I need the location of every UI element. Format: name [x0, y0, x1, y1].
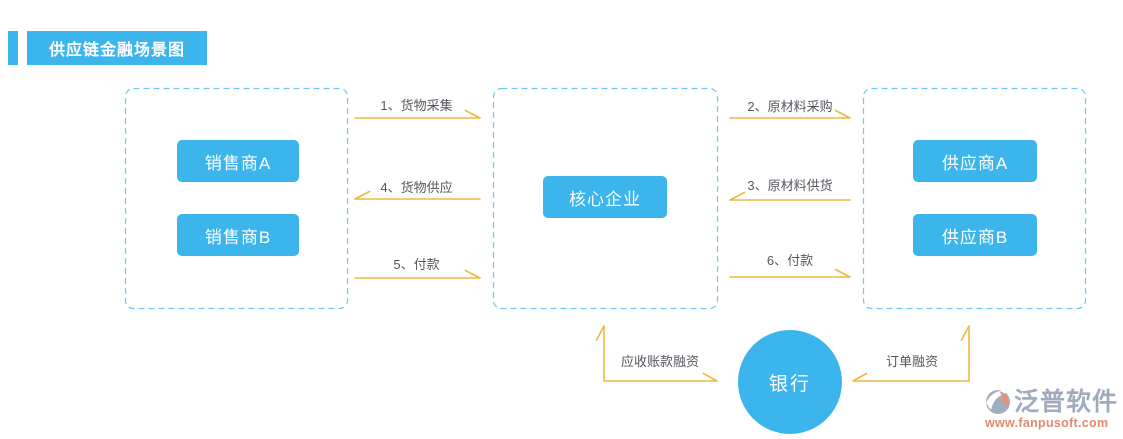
watermark-brand-text: 泛普软件	[1014, 387, 1119, 416]
arrow-goods-supply	[354, 190, 481, 200]
flow-label-materials-purchase: 2、原材料采购	[747, 99, 833, 114]
node-core-enterprise: 核心企业	[543, 176, 667, 218]
node-supplier-b: 供应商B	[913, 214, 1037, 256]
flow-label-payment-left: 5、付款	[393, 257, 440, 272]
node-seller-a: 销售商A	[177, 140, 299, 182]
title-accent-bar	[8, 31, 18, 65]
arrow-payment-left	[354, 269, 481, 279]
flow-label-goods-collect: 1、货物采集	[380, 98, 453, 113]
flow-label-payment-right: 6、付款	[766, 253, 814, 268]
node-supplier-a: 供应商A	[913, 140, 1037, 182]
watermark-url-text: www.fanpusoft.com	[985, 416, 1109, 430]
flow-label-receivables-financing: 应收账款融资	[620, 354, 699, 369]
arrow-goods-collect	[354, 109, 481, 119]
core-group-box	[492, 87, 719, 310]
suppliers-group-box	[862, 87, 1087, 310]
fanpu-watermark: 泛普软件 www.fanpusoft.com	[985, 389, 1123, 430]
arrow-order-financing	[852, 325, 970, 382]
sellers-group-box	[124, 87, 349, 310]
flow-label-order-financing: 订单融资	[885, 354, 938, 369]
arrow-materials-supply	[729, 191, 851, 201]
node-seller-b: 销售商B	[177, 214, 299, 256]
flow-label-goods-supply: 4、货物供应	[380, 180, 453, 195]
fanpu-logo-icon	[985, 389, 1011, 415]
page-title: 供应链金融场景图	[27, 31, 207, 65]
arrow-materials-purchase	[729, 109, 851, 119]
arrow-receivables-financing	[595, 325, 718, 382]
arrow-payment-right	[729, 268, 851, 278]
node-bank: 银行	[738, 330, 842, 434]
flow-label-materials-supply: 3、原材料供货	[747, 178, 833, 193]
